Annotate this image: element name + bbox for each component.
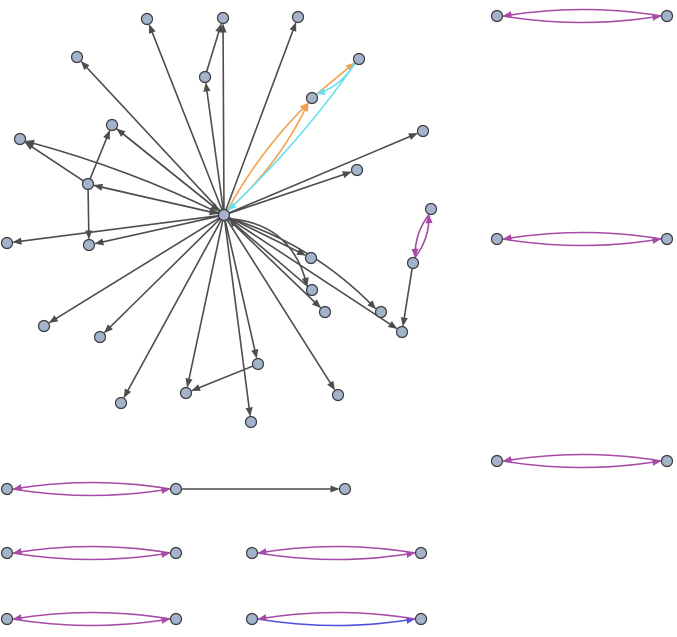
node-n35[interactable] bbox=[0, 482, 14, 496]
edge-hub-to-n10 bbox=[25, 139, 220, 214]
edge-hub-to-n18 bbox=[123, 219, 223, 399]
node-n31[interactable] bbox=[490, 232, 504, 246]
node-n36[interactable] bbox=[169, 482, 183, 496]
edge-hub-to-n19 bbox=[185, 220, 224, 388]
edge-hub-to-n3 bbox=[225, 22, 297, 211]
edge-n11-to-hub bbox=[115, 127, 220, 212]
node-n16[interactable] bbox=[37, 319, 51, 333]
edge-n20-to-n19 bbox=[191, 365, 254, 392]
node-n24[interactable] bbox=[406, 256, 420, 270]
edge-hub-to-n15 bbox=[228, 171, 352, 214]
edge-hub-to-n2 bbox=[219, 23, 227, 210]
node-n33[interactable] bbox=[490, 454, 504, 468]
edge-n12-to-n13 bbox=[85, 189, 93, 240]
node-n28[interactable] bbox=[374, 305, 388, 319]
node-n25[interactable] bbox=[395, 325, 409, 339]
node-n15[interactable] bbox=[350, 163, 364, 177]
edge-n12-to-n10 bbox=[24, 141, 84, 182]
edge-n35-to-n36 bbox=[12, 486, 171, 497]
node-n13[interactable] bbox=[82, 238, 96, 252]
node-n10[interactable] bbox=[13, 132, 27, 146]
node-n42[interactable] bbox=[0, 612, 14, 626]
edge-hub-to-n13 bbox=[94, 215, 219, 246]
edge-hub-to-n23 bbox=[227, 218, 321, 309]
node-n4[interactable] bbox=[70, 50, 84, 64]
edge-hub-to-n17 bbox=[103, 218, 221, 334]
edge-hub-to-n8 bbox=[228, 132, 418, 214]
edge-hub-to-n6 bbox=[226, 102, 309, 212]
edge-n31-to-n32 bbox=[502, 236, 662, 247]
node-n26[interactable] bbox=[304, 251, 318, 265]
node-n32[interactable] bbox=[660, 232, 674, 246]
node-n19[interactable] bbox=[179, 386, 193, 400]
edge-hub-to-n26 bbox=[228, 216, 306, 256]
edge-n12-to-n11 bbox=[89, 130, 111, 180]
node-n5[interactable] bbox=[198, 70, 212, 84]
edge-n40-to-n41 bbox=[257, 550, 416, 561]
node-n40[interactable] bbox=[245, 546, 259, 560]
node-n14[interactable] bbox=[0, 236, 14, 250]
node-n2[interactable] bbox=[216, 11, 230, 25]
node-n27[interactable] bbox=[305, 283, 319, 297]
node-n39[interactable] bbox=[169, 546, 183, 560]
edge-n5-to-n2 bbox=[205, 23, 223, 72]
node-n6[interactable] bbox=[305, 91, 319, 105]
node-n3[interactable] bbox=[291, 10, 305, 24]
edge-hub-to-n4 bbox=[80, 61, 221, 212]
node-n1[interactable] bbox=[140, 12, 154, 26]
edge-n24-to-n25 bbox=[400, 268, 413, 327]
edge-hub-to-n1 bbox=[148, 24, 223, 211]
node-n17[interactable] bbox=[93, 330, 107, 344]
node-n38[interactable] bbox=[0, 546, 14, 560]
nodes-layer bbox=[0, 9, 674, 626]
node-n43[interactable] bbox=[169, 612, 183, 626]
node-n9[interactable] bbox=[424, 202, 438, 216]
node-n21[interactable] bbox=[244, 415, 258, 429]
node-n34[interactable] bbox=[660, 454, 674, 468]
node-n22[interactable] bbox=[331, 388, 345, 402]
edge-n29-to-n30 bbox=[502, 13, 662, 24]
node-n7[interactable] bbox=[352, 52, 366, 66]
edge-hub-to-n14 bbox=[12, 214, 219, 245]
edge-n32-to-n31 bbox=[502, 231, 662, 242]
edge-n38-to-n39 bbox=[12, 550, 171, 561]
edge-hub-to-n21 bbox=[223, 220, 253, 417]
edge-hub-to-n5 bbox=[203, 82, 225, 210]
node-n12[interactable] bbox=[81, 177, 95, 191]
node-n30[interactable] bbox=[660, 9, 674, 23]
node-n8[interactable] bbox=[416, 124, 430, 138]
node-hub[interactable] bbox=[217, 208, 231, 222]
edge-n33-to-n34 bbox=[502, 458, 662, 469]
edge-hub-to-n20 bbox=[224, 220, 259, 359]
node-n11[interactable] bbox=[105, 118, 119, 132]
edges-layer bbox=[12, 8, 662, 627]
node-n18[interactable] bbox=[114, 396, 128, 410]
node-n29[interactable] bbox=[490, 9, 504, 23]
edge-n41-to-n40 bbox=[257, 545, 416, 556]
node-n23[interactable] bbox=[318, 305, 332, 319]
edge-n12-to-hub bbox=[93, 184, 219, 216]
edge-n45-to-n44 bbox=[257, 611, 416, 622]
edge-n24-to-n9 bbox=[414, 214, 433, 259]
node-n37[interactable] bbox=[338, 482, 352, 496]
edge-n36-to-n35 bbox=[12, 481, 171, 492]
edge-n39-to-n38 bbox=[12, 545, 171, 556]
edge-hub-to-n28 bbox=[228, 217, 377, 310]
node-n20[interactable] bbox=[251, 357, 265, 371]
edge-hub-to-n22 bbox=[226, 219, 336, 391]
node-n45[interactable] bbox=[414, 612, 428, 626]
edge-n44-to-n45 bbox=[257, 616, 416, 627]
edge-n27-to-hub bbox=[228, 218, 309, 288]
edge-n30-to-n29 bbox=[502, 8, 662, 19]
edge-hub-to-n25 bbox=[228, 217, 398, 330]
edge-n42-to-n43 bbox=[12, 616, 171, 627]
edge-hub-to-n16 bbox=[48, 217, 220, 324]
edge-n43-to-n42 bbox=[12, 611, 171, 622]
edge-hub-to-n6 bbox=[226, 102, 309, 211]
edge-n34-to-n33 bbox=[502, 453, 662, 464]
node-n44[interactable] bbox=[245, 612, 259, 626]
node-n41[interactable] bbox=[414, 546, 428, 560]
edge-n7-to-hub bbox=[227, 62, 357, 211]
